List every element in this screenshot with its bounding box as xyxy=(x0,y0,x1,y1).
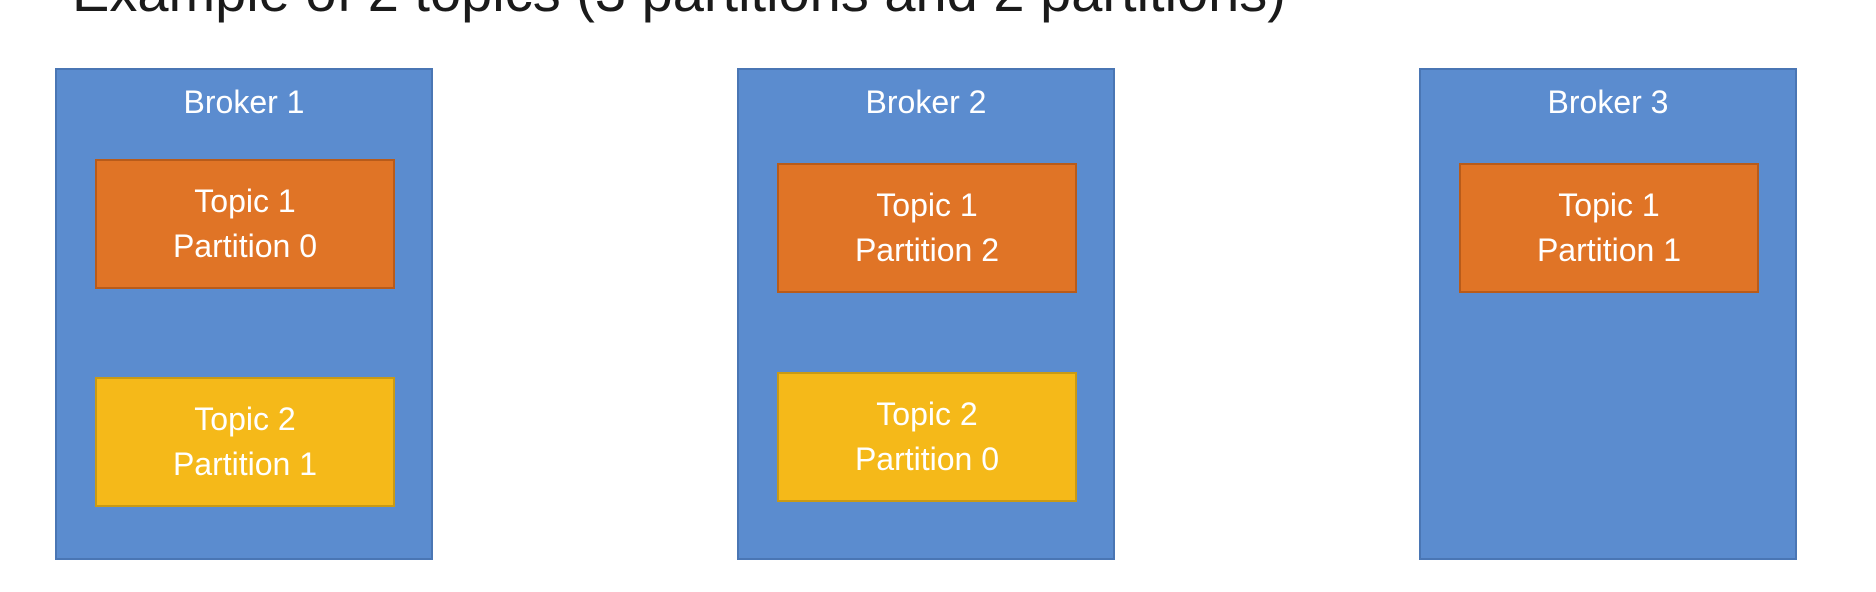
broker-1-label: Broker 1 xyxy=(183,84,305,120)
broker-1-box: Broker 1 Topic 1 Partition 0 Topic 2 Par… xyxy=(55,68,433,560)
broker-1-topic-2-partition-1: Topic 2 Partition 1 xyxy=(95,377,395,507)
broker-3-label: Broker 3 xyxy=(1547,84,1669,120)
slide-title: Example of 2 topics (3 partitions and 2 … xyxy=(72,0,1286,22)
broker-2-label: Broker 2 xyxy=(865,84,987,120)
partition-topic-label: Topic 1 xyxy=(194,183,296,219)
partition-number-label: Partition 0 xyxy=(854,441,1000,477)
broker-2-box: Broker 2 Topic 1 Partition 2 Topic 2 Par… xyxy=(737,68,1115,560)
broker-3-topic-1-partition-1: Topic 1 Partition 1 xyxy=(1459,163,1759,293)
partition-topic-label: Topic 2 xyxy=(194,401,296,437)
partition-topic-label: Topic 1 xyxy=(1558,187,1660,223)
partition-topic-label: Topic 2 xyxy=(876,396,978,432)
partition-number-label: Partition 1 xyxy=(172,446,318,482)
partition-number-label: Partition 1 xyxy=(1536,232,1682,268)
broker-2-topic-2-partition-0: Topic 2 Partition 0 xyxy=(777,372,1077,502)
partition-number-label: Partition 0 xyxy=(172,228,318,264)
broker-1-topic-1-partition-0: Topic 1 Partition 0 xyxy=(95,159,395,289)
partition-number-label: Partition 2 xyxy=(854,232,1000,268)
partition-topic-label: Topic 1 xyxy=(876,187,978,223)
broker-2-topic-1-partition-2: Topic 1 Partition 2 xyxy=(777,163,1077,293)
broker-3-box: Broker 3 Topic 1 Partition 1 xyxy=(1419,68,1797,560)
